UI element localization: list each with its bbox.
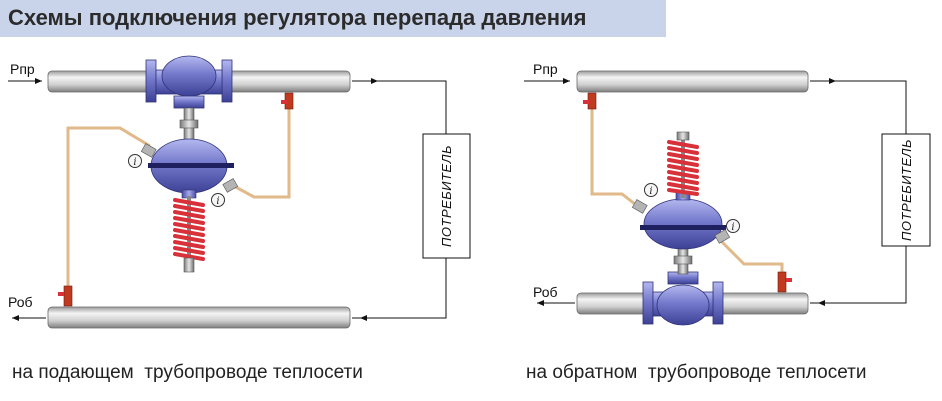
return-pressure-label: Роб <box>8 294 33 310</box>
consumer-label: ПОТРЕБИТЕЛЬ <box>439 145 454 247</box>
impulse-tube-plus <box>590 95 641 210</box>
return-pipe <box>47 306 351 329</box>
left-caption-position: на подающем <box>12 362 134 383</box>
page-title: Схемы подключения регулятора перепада да… <box>8 5 587 30</box>
right-scheme: Рпр ПОТРЕБИТЕЛЬ Роб <box>524 61 931 326</box>
gauge-icon: i <box>726 219 740 233</box>
control-valve-body <box>145 55 233 109</box>
return-takeoff-valve <box>58 285 73 307</box>
consumer-to-return-line <box>810 246 907 304</box>
supply-pipe <box>576 70 809 93</box>
gauge-icon: i <box>211 193 225 207</box>
left-caption: на подающем трубопроводе теплосети <box>12 362 363 384</box>
return-takeoff-valve <box>777 271 792 293</box>
svg-text:i: i <box>133 157 136 168</box>
svg-text:i: i <box>731 222 734 233</box>
impulse-tube-minus <box>716 236 784 290</box>
supply-pressure-label: Рпр <box>10 61 35 77</box>
diaphragm-actuator <box>148 138 234 199</box>
control-valve-body <box>642 271 724 326</box>
consumer-label: ПОТРЕБИТЕЛЬ <box>899 139 914 241</box>
title-bar: Схемы подключения регулятора перепада да… <box>0 0 666 37</box>
actuator-fitting <box>714 229 731 244</box>
right-caption-pipeline: трубопроводе теплосети <box>647 362 867 383</box>
stem-nut <box>179 119 199 129</box>
regulating-spring <box>667 131 699 198</box>
svg-text:i: i <box>216 196 219 207</box>
supply-to-consumer-line <box>810 80 907 134</box>
gauge-icon: i <box>644 183 658 197</box>
consumer-box <box>881 133 931 247</box>
consumer-box <box>422 133 471 259</box>
right-caption: на обратном трубопроводе теплосети <box>526 362 866 384</box>
supply-takeoff-valve <box>583 92 597 110</box>
actuator-fitting <box>140 143 157 158</box>
left-scheme: Рпр ПОТРЕБИТЕЛЬ Роб <box>8 55 471 329</box>
impulse-tube-plus <box>231 95 291 199</box>
gauge-icon: i <box>128 154 142 168</box>
return-pressure-label: Роб <box>533 284 558 300</box>
supply-pressure-label: Рпр <box>533 61 558 77</box>
right-caption-position: на обратном <box>526 362 638 383</box>
left-caption-pipeline: трубопроводе теплосети <box>144 362 363 383</box>
svg-text:i: i <box>649 186 652 197</box>
actuator-fitting <box>222 178 239 193</box>
supply-to-consumer-line <box>352 80 447 134</box>
supply-takeoff-valve <box>281 92 294 110</box>
diaphragm-actuator <box>640 191 726 250</box>
stem-nut <box>673 255 693 265</box>
consumer-to-return-line <box>352 258 447 319</box>
actuator-fitting <box>631 199 648 214</box>
impulse-tube-minus <box>66 126 151 300</box>
regulating-spring <box>173 196 205 273</box>
